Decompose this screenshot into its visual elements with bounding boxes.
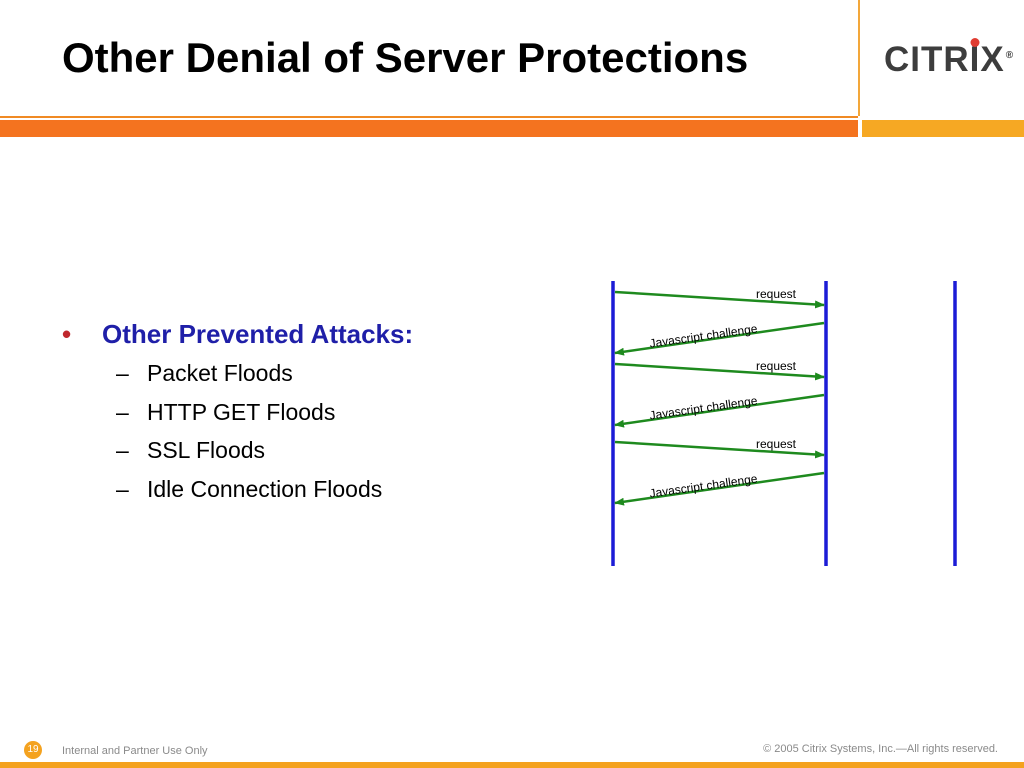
logo-divider [858,0,860,116]
bullet-dot-icon: • [62,319,72,349]
dash-icon: – [116,360,129,386]
challenge-arrow [614,321,825,356]
citrix-logo: CITRIX® [884,40,1015,79]
challenge-label: Javascript challenge [649,471,759,500]
request-label: request [756,287,797,301]
dash-icon: – [116,437,129,463]
sub-bullet-item: – SSL Floods [62,431,413,470]
bullet-item: • Other Prevented Attacks: – Packet Floo… [62,316,413,508]
request-arrow [614,440,825,459]
challenge-arrow [614,471,825,506]
request-label: request [756,437,797,451]
footer-classification: Internal and Partner Use Only [62,745,208,757]
slide-title: Other Denial of Server Protections [62,34,749,81]
challenge-arrow [614,393,825,428]
header-band [0,120,858,137]
challenge-label: Javascript challenge [649,321,759,350]
header-band-right [862,120,1024,137]
sub-bullet-item: – HTTP GET Floods [62,393,413,432]
request-arrow [614,290,825,309]
footer-copyright: © 2005 Citrix Systems, Inc.—All rights r… [763,743,998,755]
header-divider-line [0,116,858,118]
request-label: request [756,359,797,373]
sub-bullet-text: HTTP GET Floods [147,398,336,425]
sub-bullet-item: – Packet Floods [62,354,413,393]
logo-text: CITRIX [884,40,1005,79]
sub-bullet-text: Packet Floods [147,360,293,386]
sub-bullet-list: – Packet Floods – HTTP GET Floods – SSL … [62,354,413,508]
sub-bullet-text: SSL Floods [147,437,266,463]
dash-icon: – [116,475,129,502]
bullet-heading: Other Prevented Attacks: [102,319,414,349]
sub-bullet-item: – Idle Connection Floods [62,470,413,509]
bullet-list: • Other Prevented Attacks: – Packet Floo… [62,316,413,508]
challenge-label: Javascript challenge [649,393,759,422]
footer-line [0,762,1024,768]
sub-bullet-text: Idle Connection Floods [147,475,383,502]
request-arrow [614,362,825,381]
page-number: 19 [24,741,42,759]
dash-icon: – [116,398,129,425]
